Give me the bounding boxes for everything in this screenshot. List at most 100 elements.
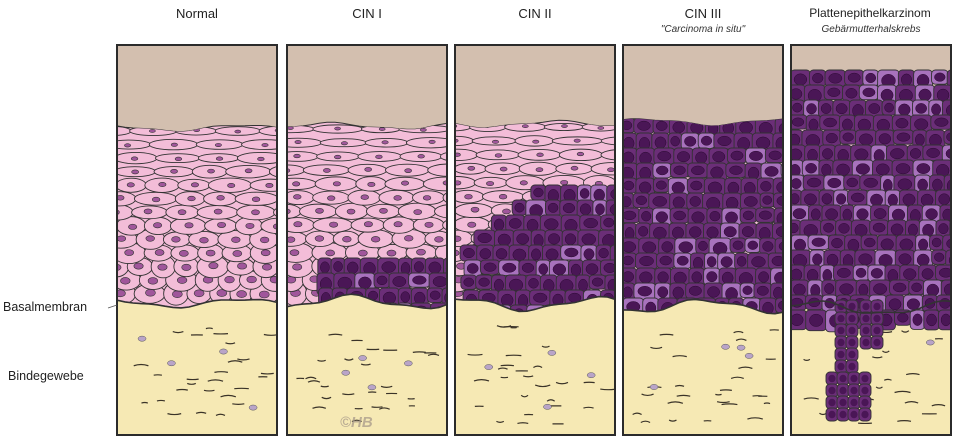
fiber [214, 372, 227, 373]
dysplastic-nucleus [791, 178, 801, 188]
dysplastic-nucleus [338, 277, 352, 289]
dysplastic-nucleus [794, 239, 806, 251]
dysplastic-nucleus [639, 182, 651, 193]
normal-cell-nucleus [247, 276, 257, 283]
dysplastic-nucleus [707, 271, 718, 281]
dysplastic-nucleus [480, 248, 491, 258]
dysplastic-nucleus [892, 209, 905, 221]
normal-cell-nucleus [215, 143, 221, 146]
normal-cell-nucleus [231, 237, 240, 243]
panel-4 [772, 45, 954, 435]
dysplastic-nucleus [464, 278, 474, 287]
dysplastic-nucleus [843, 209, 852, 221]
dysplastic-nucleus [539, 264, 548, 275]
dysplastic-nucleus [910, 148, 921, 158]
dysplastic-nucleus [917, 254, 929, 266]
dysplastic-nucleus [414, 292, 425, 304]
dysplastic-nucleus [807, 178, 821, 187]
dysplastic-nucleus [932, 179, 942, 191]
fiber [176, 389, 187, 390]
dysplastic-nucleus [726, 197, 738, 209]
normal-cell-nucleus [294, 222, 302, 227]
dysplastic-nucleus [467, 263, 478, 273]
dysplastic-nucleus [695, 152, 706, 164]
dysplastic-nucleus [824, 118, 837, 127]
normal-cell-nucleus [420, 128, 426, 131]
dysplastic-nucleus [843, 133, 854, 141]
fiber [468, 354, 483, 355]
dysplastic-nucleus [828, 178, 841, 188]
dysplastic-nucleus [912, 283, 922, 292]
dysplastic-nucleus [856, 164, 870, 175]
dysplastic-nucleus [656, 121, 667, 130]
dysplastic-nucleus [774, 272, 787, 284]
dysplastic-nucleus [823, 223, 833, 232]
dysplastic-nucleus [914, 119, 928, 130]
normal-cell-nucleus [347, 209, 355, 214]
normal-cell-nucleus [536, 168, 543, 172]
dysplastic-nucleus [691, 181, 703, 190]
dysplastic-nucleus [931, 104, 940, 115]
normal-cell-nucleus [327, 196, 335, 201]
dysplastic-nucleus [896, 163, 910, 173]
dysplastic-nucleus [580, 204, 591, 215]
label-basalmembran: Basalmembran [3, 300, 87, 314]
dysplastic-nucleus [934, 253, 944, 262]
dysplastic-nucleus [724, 227, 736, 238]
dysplastic-nucleus [733, 241, 743, 250]
dysplastic-nucleus [881, 239, 894, 250]
normal-cell-nucleus [387, 250, 396, 256]
stromal-cell [249, 405, 257, 410]
dysplastic-nucleus [496, 249, 507, 260]
invasive-nucleus [850, 387, 857, 395]
dysplastic-nucleus [642, 242, 655, 253]
dysplastic-nucleus [623, 152, 634, 164]
normal-cell-nucleus [468, 222, 476, 227]
normal-cell-nucleus [468, 166, 475, 170]
normal-cell-nucleus [217, 222, 225, 227]
dysplastic-nucleus [334, 261, 343, 271]
normal-cell-nucleus [502, 209, 510, 214]
normal-cell-nucleus [295, 140, 301, 143]
normal-cell-nucleus [447, 168, 454, 172]
dysplastic-nucleus [864, 178, 878, 187]
dysplastic-nucleus [842, 119, 852, 131]
normal-cell-nucleus [394, 222, 402, 227]
normal-cell-nucleus [341, 142, 347, 145]
invasive-nucleus [862, 327, 869, 335]
normal-cell-nucleus [335, 127, 341, 130]
dysplastic-nucleus [529, 278, 539, 288]
invasive-nucleus [850, 399, 857, 407]
dysplastic-nucleus [846, 88, 857, 98]
normal-cell-nucleus [270, 276, 280, 283]
normal-cell-nucleus [425, 222, 433, 227]
invasive-nucleus [861, 387, 868, 395]
normal-cell-nucleus [172, 291, 182, 298]
dysplastic-nucleus [660, 256, 672, 265]
normal-cell-nucleus [206, 250, 215, 256]
normal-cell-nucleus [175, 157, 182, 161]
normal-cell-nucleus [598, 126, 604, 129]
dysplastic-nucleus [604, 218, 614, 227]
dysplastic-nucleus [662, 242, 673, 253]
invasive-nucleus [861, 411, 868, 419]
dysplastic-nucleus [793, 209, 806, 220]
dysplastic-nucleus [731, 151, 743, 160]
invasive-nucleus [862, 315, 869, 323]
dysplastic-nucleus [888, 194, 898, 206]
invasive-nucleus [848, 339, 855, 347]
dysplastic-nucleus [565, 248, 579, 257]
normal-cell-nucleus [225, 276, 235, 283]
normal-cell-nucleus [235, 130, 241, 133]
dysplastic-nucleus [927, 148, 940, 157]
dysplastic-nucleus [812, 254, 822, 265]
dysplastic-nucleus [743, 286, 752, 295]
dysplastic-nucleus [822, 194, 832, 205]
dysplastic-nucleus [899, 254, 911, 265]
normal-cell-nucleus [245, 169, 252, 173]
normal-cell-nucleus [259, 291, 269, 298]
invasive-nucleus [873, 327, 880, 335]
dysplastic-nucleus [478, 233, 492, 243]
dysplastic-nucleus [571, 264, 581, 276]
dysplastic-nucleus [584, 218, 598, 228]
